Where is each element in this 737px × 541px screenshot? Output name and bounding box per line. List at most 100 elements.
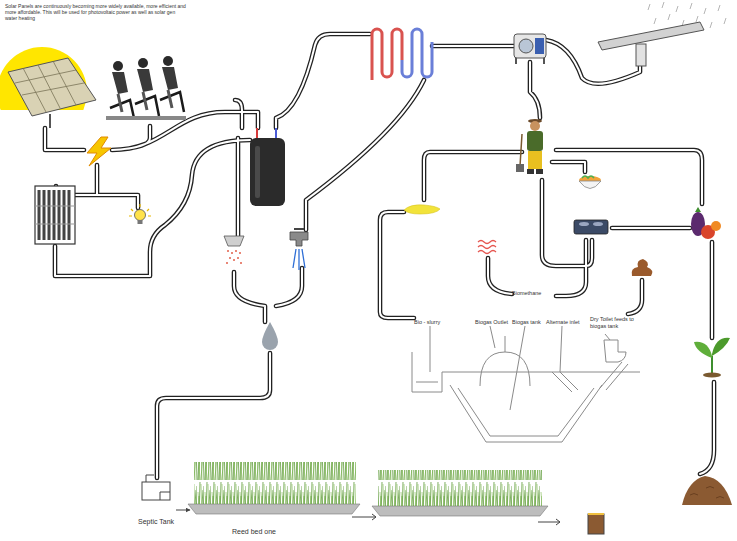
lightning-bolt bbox=[87, 137, 111, 166]
heat-exchanger-coil bbox=[372, 29, 402, 80]
gas-stove bbox=[593, 222, 603, 226]
septic-tank bbox=[142, 475, 170, 500]
pipe-inner bbox=[45, 34, 714, 478]
vegetables bbox=[711, 221, 721, 231]
gas-stove bbox=[574, 220, 608, 234]
exercise-bikes bbox=[138, 58, 148, 68]
note-text: Solar Panels are continuously becoming m… bbox=[5, 3, 187, 21]
vegetables bbox=[695, 207, 701, 212]
bio-slurry-icon bbox=[404, 205, 440, 214]
pipe-outline bbox=[45, 34, 714, 478]
farmer bbox=[536, 169, 543, 174]
biogas-digester bbox=[604, 340, 626, 362]
rainwater-pump bbox=[514, 34, 546, 64]
rainwater-pump bbox=[514, 34, 546, 58]
soil-pile bbox=[682, 476, 732, 505]
heat-waves bbox=[478, 241, 496, 254]
water-tap bbox=[294, 228, 304, 230]
illustration-node: Reed bed one bbox=[190, 458, 362, 538]
callout-label: Biomethane bbox=[512, 290, 552, 297]
seedling bbox=[712, 338, 730, 356]
callout-label: Bio - slurry bbox=[414, 319, 454, 326]
solar-panel bbox=[15, 61, 84, 112]
light-bulb bbox=[138, 220, 143, 224]
exercise-bikes bbox=[112, 67, 178, 94]
reed-bed bbox=[188, 462, 360, 514]
farmer bbox=[528, 151, 542, 169]
septic-tank bbox=[146, 475, 170, 500]
reed-bed bbox=[188, 504, 360, 514]
flow-arrow bbox=[176, 510, 190, 511]
light-bulb bbox=[135, 210, 146, 221]
reed-bed bbox=[378, 470, 542, 506]
water-drop bbox=[262, 322, 278, 350]
farmer bbox=[527, 169, 534, 174]
biogas-digester bbox=[552, 372, 578, 392]
node-label: Reed bed one bbox=[232, 528, 276, 535]
battery-rack bbox=[35, 206, 75, 224]
rainwater-pump bbox=[516, 58, 544, 64]
battery-rack bbox=[39, 190, 69, 240]
shower-head bbox=[227, 250, 241, 264]
battery-rack bbox=[35, 186, 75, 244]
illustration-node: Septic Tank bbox=[136, 474, 176, 530]
farmer bbox=[520, 134, 522, 166]
heat-exchanger-coil bbox=[402, 29, 432, 77]
hot-water-tank bbox=[250, 128, 285, 206]
food-bowl bbox=[582, 176, 594, 178]
soil-pile bbox=[682, 476, 732, 505]
exercise-bikes bbox=[163, 56, 173, 66]
solar-panel bbox=[8, 58, 96, 128]
septic-tank bbox=[142, 482, 170, 500]
farmer bbox=[527, 131, 543, 151]
heat-exchanger-coil bbox=[372, 29, 432, 80]
biogas-digester bbox=[505, 336, 506, 352]
food-bowl bbox=[579, 176, 601, 189]
biogas-digester bbox=[412, 326, 640, 442]
reed-bed bbox=[372, 506, 548, 516]
seedling bbox=[694, 342, 712, 358]
biogas-digester bbox=[416, 382, 438, 383]
soil-pile bbox=[690, 487, 724, 499]
exercise-bikes bbox=[106, 116, 186, 120]
callout-label: Biogas Outlet bbox=[475, 319, 515, 326]
heat-waves bbox=[478, 241, 496, 254]
gas-stove bbox=[574, 220, 608, 234]
outflow-arrow bbox=[352, 514, 560, 525]
biogas-digester bbox=[458, 388, 594, 436]
bio-slurry-icon bbox=[404, 205, 440, 214]
rain-gutter bbox=[598, 22, 704, 50]
exercise-bikes bbox=[118, 90, 172, 112]
callout-label: Dry Toilet feeds to biogas tank bbox=[590, 316, 638, 329]
food-bowl bbox=[579, 181, 601, 189]
outflow-arrow bbox=[538, 519, 560, 525]
rainwater-pump bbox=[535, 38, 544, 54]
manure-icon bbox=[632, 259, 653, 276]
shower-head bbox=[224, 236, 244, 246]
rain-gutter bbox=[598, 2, 726, 66]
pipe-inner bbox=[45, 34, 714, 478]
exercise-bikes bbox=[106, 56, 186, 120]
rain-gutter bbox=[636, 44, 646, 66]
seedling bbox=[711, 356, 713, 374]
seedling bbox=[694, 338, 730, 378]
solar-panel bbox=[8, 58, 96, 116]
callout-label: Alternate inlet bbox=[546, 319, 588, 326]
exercise-bikes bbox=[113, 61, 123, 71]
rainwater-pump bbox=[519, 39, 533, 53]
water-tap bbox=[290, 229, 308, 270]
reed-bed bbox=[194, 462, 356, 504]
manure-icon bbox=[632, 259, 653, 276]
biogas-digester bbox=[600, 362, 628, 390]
collection-tank bbox=[588, 514, 604, 534]
shower-head bbox=[224, 236, 244, 264]
callout-label: Biogas tank bbox=[512, 319, 546, 326]
collection-tank bbox=[588, 513, 604, 515]
biogas-digester bbox=[430, 326, 610, 410]
gas-stove bbox=[579, 222, 589, 226]
hot-water-tank bbox=[250, 138, 285, 206]
farmer bbox=[516, 164, 524, 172]
